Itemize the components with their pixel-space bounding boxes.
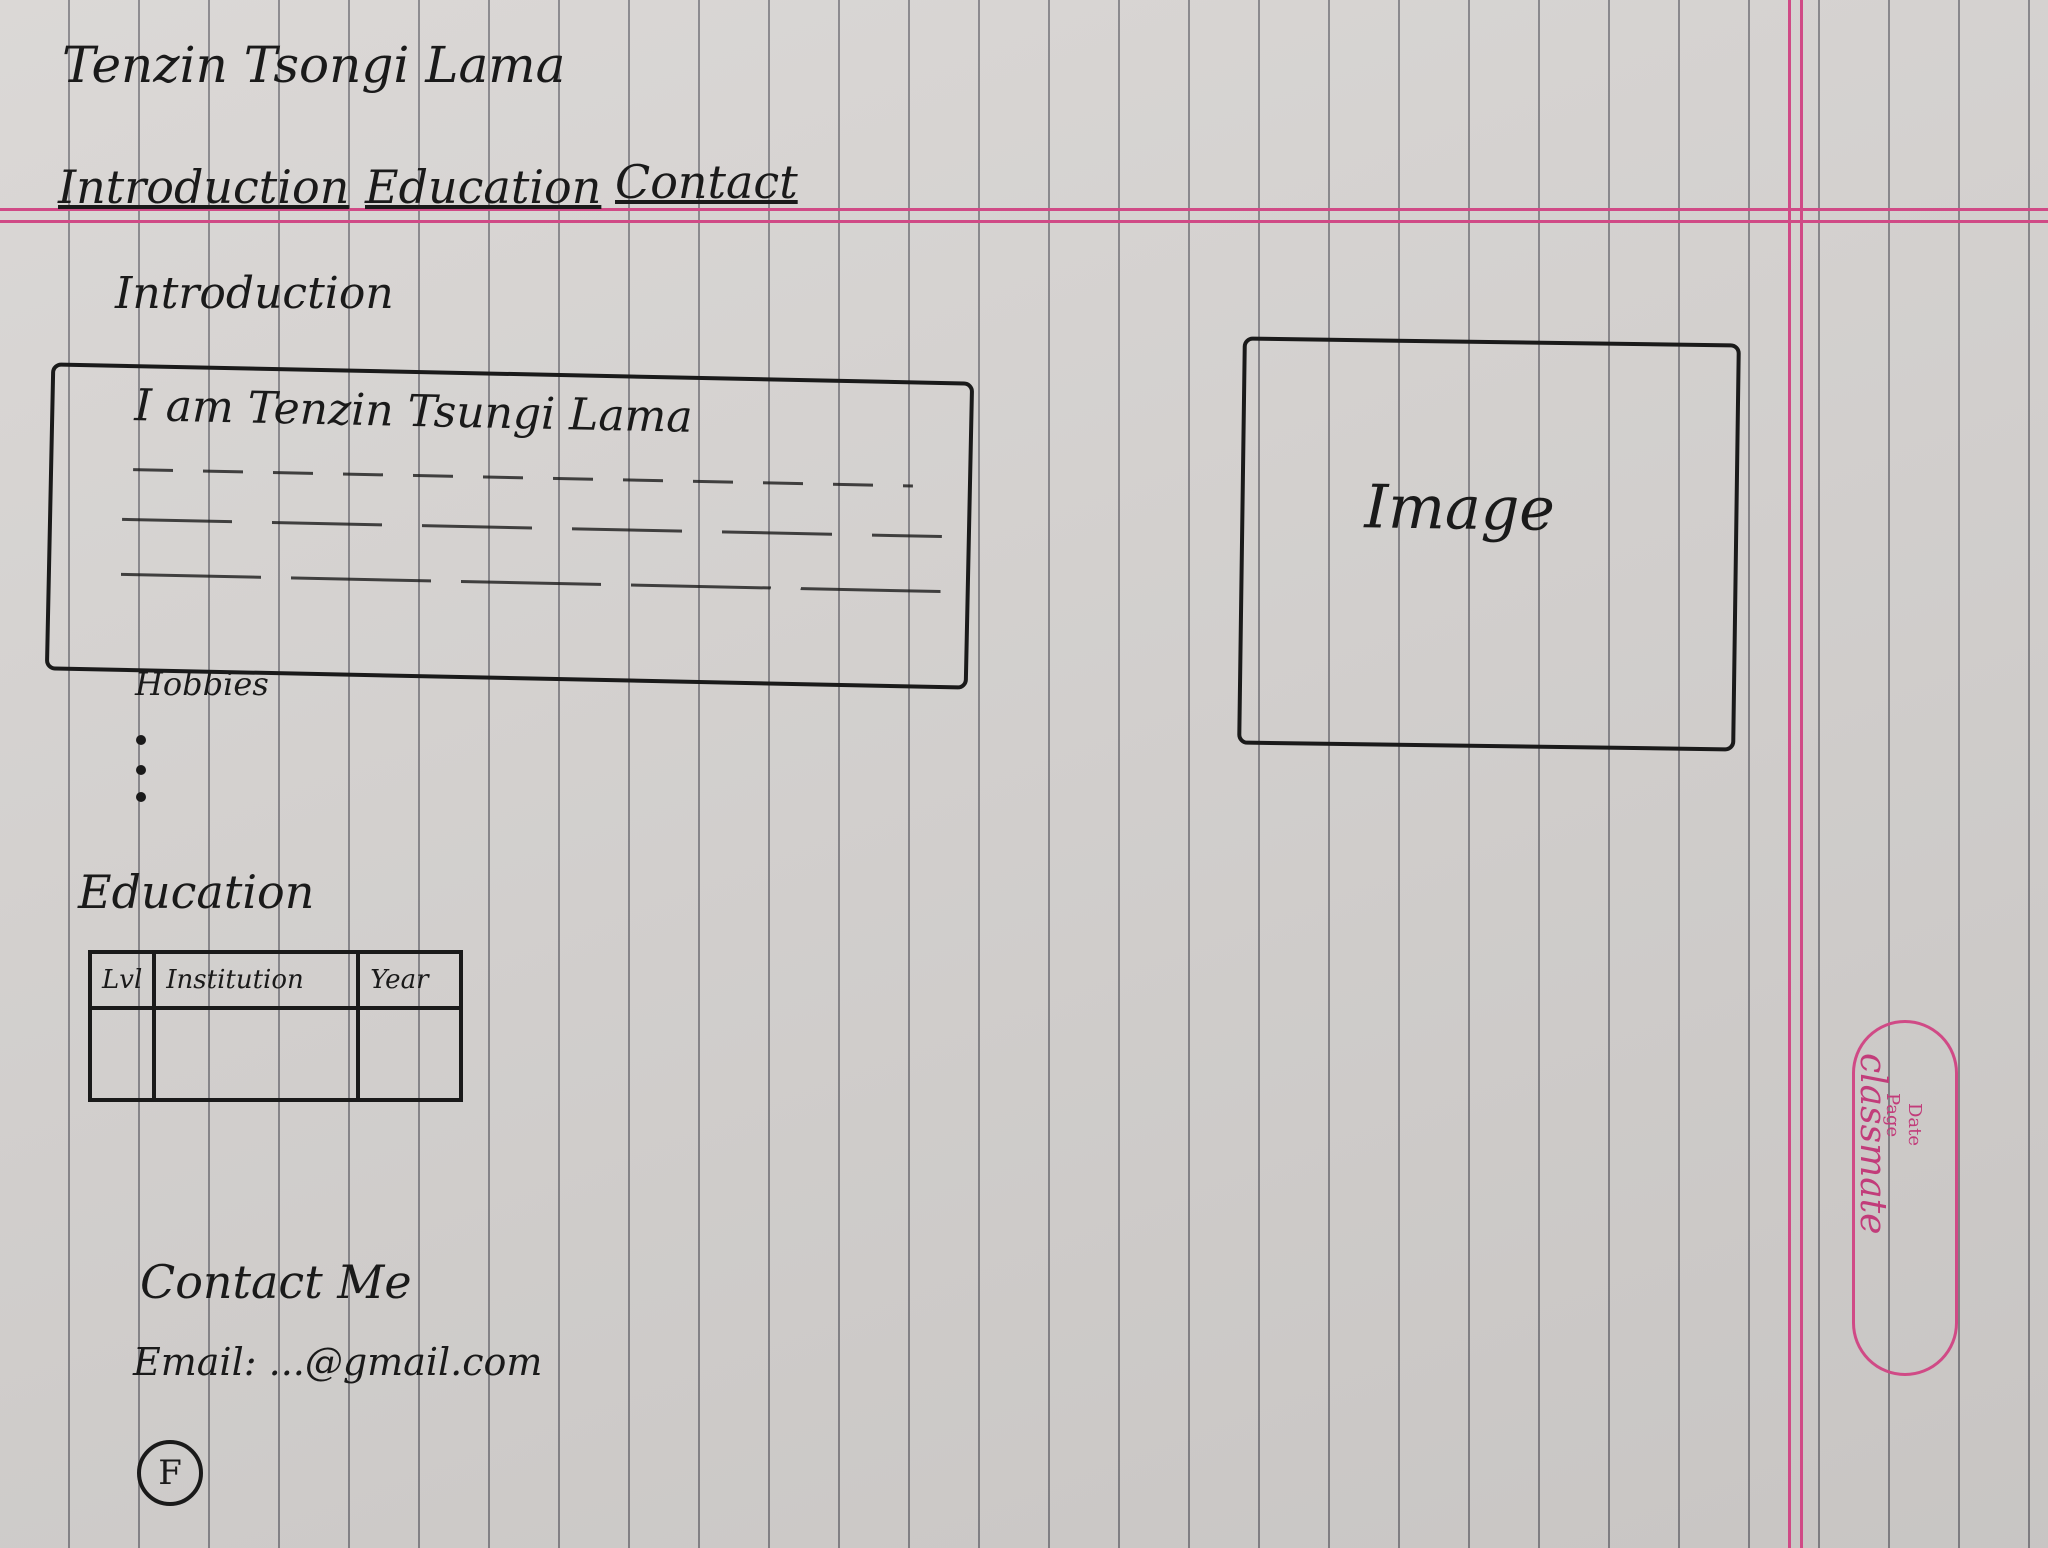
introduction-text-box: I am Tenzin Tsungi Lama xyxy=(44,362,975,690)
placeholder-text-line xyxy=(120,572,941,594)
contact-heading: Contact Me xyxy=(140,1255,412,1309)
profile-image-placeholder: Image xyxy=(1237,336,1741,752)
margin-line-top-2 xyxy=(0,220,2048,223)
margin-line-top xyxy=(0,208,2048,211)
margin-line-right xyxy=(1788,0,1791,1548)
notebook-brand-badge: classmate Date Page xyxy=(1852,1020,1958,1376)
placeholder-text-line xyxy=(122,517,942,539)
facebook-icon[interactable]: F xyxy=(137,1440,203,1506)
page-label: Page xyxy=(1882,1093,1903,1138)
date-label: Date xyxy=(1904,1103,1925,1147)
hobby-bullet xyxy=(136,765,146,775)
table-cell xyxy=(87,1006,157,1102)
education-heading: Education xyxy=(78,865,315,919)
hobby-bullet xyxy=(136,792,146,802)
table-header-level: Lvl xyxy=(87,950,157,1010)
nav-contact-link[interactable]: Contact xyxy=(615,155,798,209)
table-header-row: Lvl Institution Year xyxy=(87,950,463,1010)
site-title: Tenzin Tsongi Lama xyxy=(62,36,566,94)
hobby-bullet xyxy=(136,735,146,745)
introduction-text: I am Tenzin Tsungi Lama xyxy=(133,380,694,443)
hobbies-label: Hobbies xyxy=(135,665,269,703)
introduction-heading: Introduction xyxy=(115,268,394,319)
contact-email[interactable]: Email: ...@gmail.com xyxy=(133,1340,543,1384)
margin-line-right-2 xyxy=(1800,0,1803,1548)
table-cell xyxy=(152,1006,361,1102)
brand-name: classmate xyxy=(1852,1053,1893,1235)
table-header-institution: Institution xyxy=(152,950,361,1010)
image-label: Image xyxy=(1364,472,1556,545)
table-cell xyxy=(356,1006,463,1102)
nav-education-link[interactable]: Education xyxy=(365,160,602,214)
nav-introduction-link[interactable]: Introduction xyxy=(58,160,350,214)
education-table: Lvl Institution Year xyxy=(87,950,463,1102)
table-row xyxy=(87,1006,463,1102)
placeholder-text-line xyxy=(133,468,913,488)
table-header-year: Year xyxy=(356,950,463,1010)
